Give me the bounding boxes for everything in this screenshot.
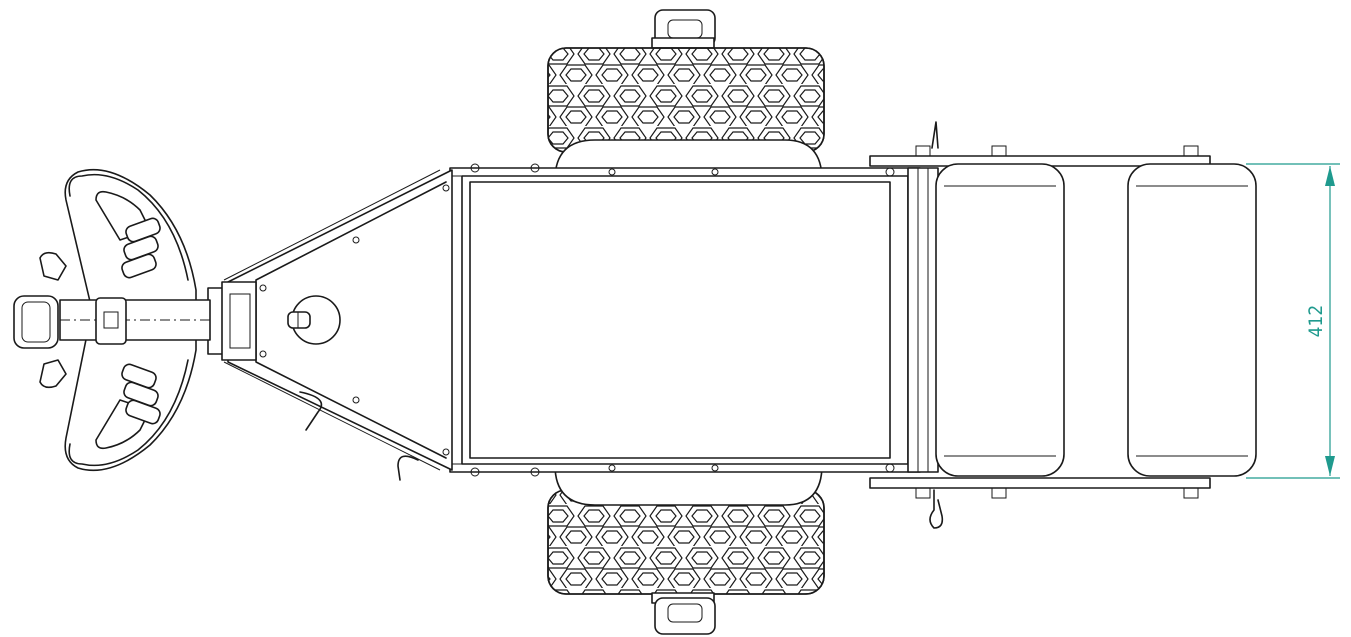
pin-top (931, 121, 939, 149)
chassis-deck (469, 181, 891, 459)
chassis (449, 163, 921, 477)
hitch-pin (287, 311, 311, 329)
tiller-knob (13, 295, 59, 349)
roller-left (935, 163, 1065, 477)
dimension-value: 412 (1305, 305, 1327, 338)
button-cluster-top (121, 217, 161, 279)
wheel-top (547, 9, 825, 153)
wheel-top-tread (547, 47, 825, 153)
lever-hook-upper (299, 391, 323, 431)
front-frame-rail-bottom (869, 477, 1211, 489)
tiller-head (13, 168, 211, 472)
thumb-switch-top (39, 251, 67, 281)
lever-hook-lower (397, 455, 419, 481)
wheel-bottom (547, 489, 825, 635)
tiller-display (95, 297, 127, 345)
thumb-switch-bottom (39, 359, 67, 389)
pin-bottom (929, 489, 944, 529)
tow-frame (223, 169, 453, 481)
chassis-frame (449, 167, 921, 473)
button-cluster-bottom (121, 363, 161, 425)
arrowhead-top (1325, 166, 1335, 186)
front-frame (869, 121, 1257, 529)
dimension-width: 412 (1246, 163, 1340, 479)
wheel-bottom-hub (554, 464, 823, 506)
wheel-bottom-handle (654, 597, 716, 635)
arrowhead-bottom (1325, 456, 1335, 476)
neck-joint (207, 281, 257, 361)
roller-right (1127, 163, 1257, 477)
